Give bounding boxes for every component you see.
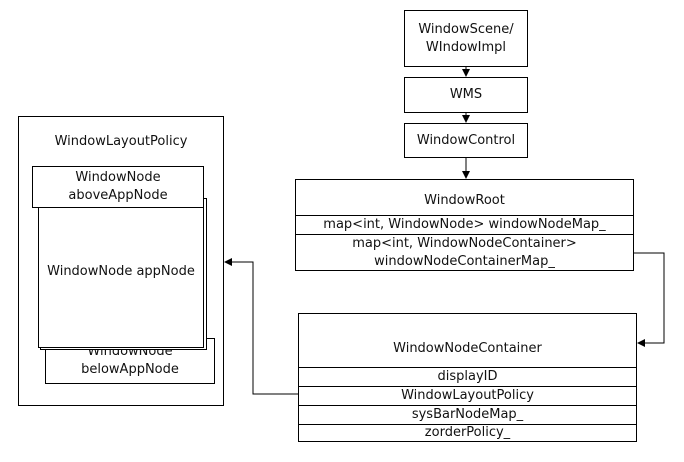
wms-box: WMS xyxy=(404,77,528,113)
window-node-container-box: WindowNodeContainer displayID WindowLayo… xyxy=(298,313,637,442)
app-node-box: WindowNode appNode xyxy=(38,196,204,348)
window-root-title: WindowRoot xyxy=(424,193,505,208)
container-row-layout-policy: WindowLayoutPolicy xyxy=(299,386,636,405)
above-app-node-box: WindowNode aboveAppNode xyxy=(32,166,204,208)
container-row-layout-policy-label: WindowLayoutPolicy xyxy=(401,388,534,403)
app-node-label: WindowNode appNode xyxy=(47,264,195,279)
window-node-container-title: WindowNodeContainer xyxy=(393,341,542,356)
window-root-row-node-map: map<int, WindowNode> windowNodeMap_ xyxy=(296,215,633,234)
window-scene-box: WindowScene/ WIndowImpl xyxy=(404,10,528,67)
window-root-box: WindowRoot map<int, WindowNode> windowNo… xyxy=(295,179,634,271)
arrow-root-to-container xyxy=(634,252,665,347)
arrow-container-to-layout-policy xyxy=(224,258,298,395)
container-row-zorder-policy-label: zorderPolicy_ xyxy=(424,425,511,440)
window-root-row-node-map-label: map<int, WindowNode> windowNodeMap_ xyxy=(323,217,606,232)
container-row-display-id: displayID xyxy=(299,367,636,386)
container-row-sysbar-node-map-label: sysBarNodeMap_ xyxy=(411,407,524,422)
window-root-row-container-map: map<int, WindowNodeContainer> windowNode… xyxy=(296,234,633,270)
window-root-row-container-map-label: map<int, WindowNodeContainer> windowNode… xyxy=(352,235,577,269)
container-row-zorder-policy: zorderPolicy_ xyxy=(299,424,636,441)
window-control-label: WindowControl xyxy=(416,132,516,148)
window-scene-label: WindowScene/ WIndowImpl xyxy=(418,21,514,55)
container-row-display-id-label: displayID xyxy=(437,369,498,384)
window-control-box: WindowControl xyxy=(404,123,528,158)
above-app-node-label: WindowNode aboveAppNode xyxy=(68,170,168,203)
window-layout-policy-title: WindowLayoutPolicy xyxy=(54,134,188,149)
wms-label: WMS xyxy=(449,87,483,102)
container-row-sysbar-node-map: sysBarNodeMap_ xyxy=(299,405,636,424)
